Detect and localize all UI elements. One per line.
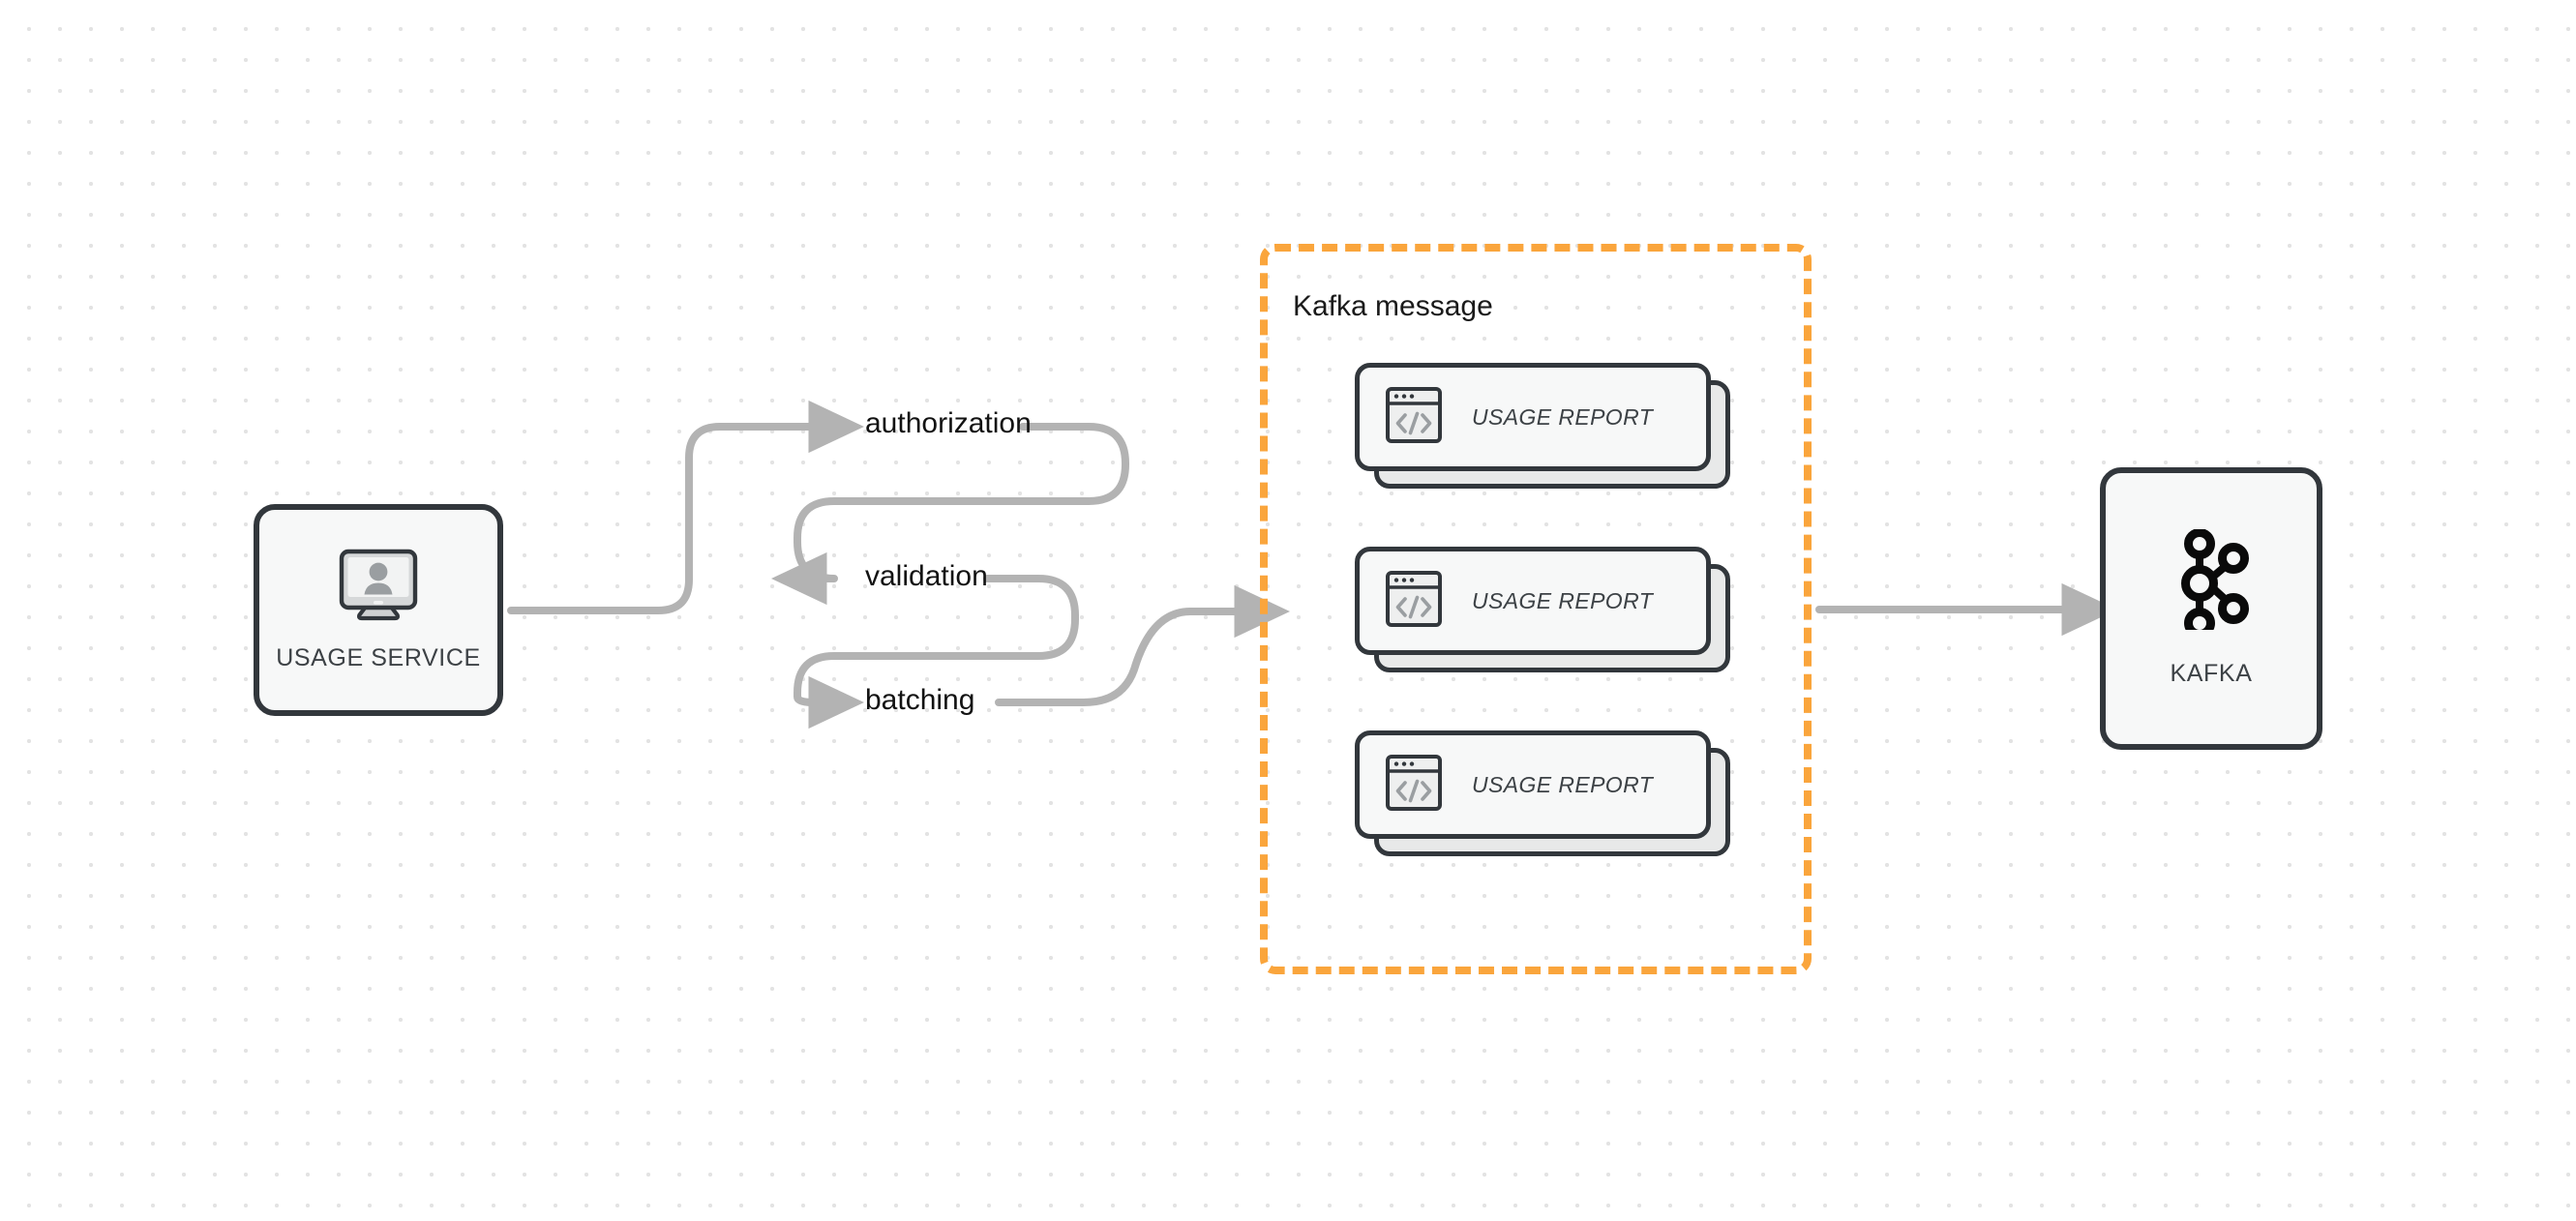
code-window-icon [1385, 570, 1443, 633]
usage-report-card[interactable]: USAGE REPORT [1355, 363, 1730, 489]
connector-usage-service-to-authorization [507, 400, 864, 614]
monitor-user-icon [338, 549, 419, 631]
usage-report-card-label: USAGE REPORT [1472, 403, 1654, 430]
kafka-logo-icon [2170, 528, 2253, 639]
stage-label-batching[interactable]: batching [865, 684, 975, 716]
usage-report-card[interactable]: USAGE REPORT [1355, 547, 1730, 672]
usage-report-card[interactable]: USAGE REPORT [1355, 730, 1730, 856]
node-usage-service-label: USAGE SERVICE [276, 643, 481, 671]
card-front[interactable]: USAGE REPORT [1355, 547, 1711, 655]
group-kafka-message[interactable] [1260, 244, 1812, 974]
card-front[interactable]: USAGE REPORT [1355, 730, 1711, 839]
connector-batching-to-kafka-message [995, 584, 1290, 706]
stage-label-authorization[interactable]: authorization [865, 407, 1032, 439]
node-usage-service[interactable]: USAGE SERVICE [254, 504, 503, 716]
stage-label-validation[interactable]: validation [865, 560, 988, 592]
card-front[interactable]: USAGE REPORT [1355, 363, 1711, 471]
code-window-icon [1385, 754, 1443, 817]
node-kafka-label: KAFKA [2170, 660, 2253, 687]
node-kafka[interactable]: KAFKA [2100, 467, 2322, 750]
connector-authorization-to-validation [771, 423, 1129, 606]
code-window-icon [1385, 386, 1443, 449]
group-kafka-message-title: Kafka message [1293, 290, 1493, 322]
usage-report-card-label: USAGE REPORT [1472, 771, 1654, 797]
usage-report-card-label: USAGE REPORT [1472, 587, 1654, 613]
